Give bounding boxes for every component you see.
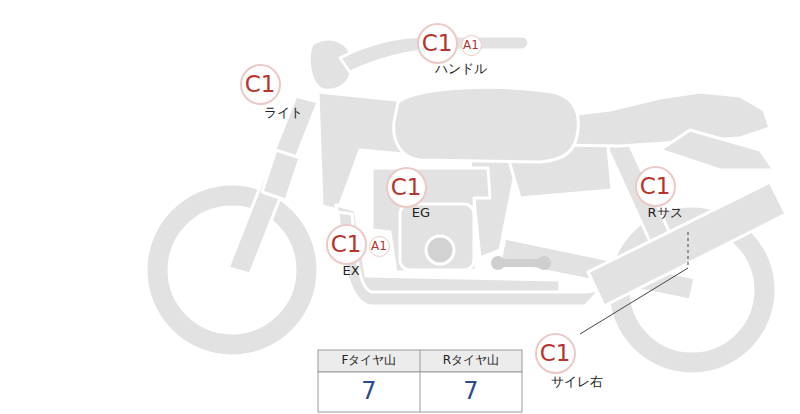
tread-table	[318, 350, 522, 412]
fork-boot	[262, 150, 300, 200]
part-name: Rサス	[647, 206, 682, 220]
part-name: EX	[342, 264, 359, 278]
callout-code: A1	[371, 240, 387, 252]
leader-line	[688, 232, 689, 268]
tail	[660, 130, 774, 170]
callout-circle: C1	[386, 167, 427, 208]
part-name: ハンドル	[435, 62, 487, 76]
exhaust-pipe	[338, 212, 600, 306]
callout-circle: C1	[535, 333, 576, 374]
callout-code: C1	[640, 175, 671, 198]
table-header: Fタイヤ山	[342, 354, 397, 367]
part-name: EG	[412, 206, 430, 220]
callout-code: C1	[391, 176, 422, 199]
crankcase	[400, 204, 474, 270]
silencer	[588, 182, 786, 306]
front-fork	[228, 96, 318, 274]
part-name: サイレ右	[551, 375, 603, 389]
callout-code: C1	[540, 342, 571, 365]
callout-circle: C1	[635, 166, 676, 207]
callout-code: C1	[422, 32, 453, 55]
part-name: ライト	[264, 106, 303, 120]
callout-circle: C1	[417, 23, 458, 64]
callout-circle: C1	[240, 64, 281, 105]
callout-circle: A1	[369, 236, 390, 257]
leader-line	[580, 268, 688, 334]
callout-code: C1	[245, 73, 276, 96]
fuel-tank	[394, 87, 579, 162]
callout-code: C1	[331, 233, 362, 256]
table-value: 7	[463, 378, 478, 404]
callout-circle: A1	[461, 35, 482, 56]
frame-lower	[336, 205, 560, 296]
crank-cover	[426, 236, 454, 264]
table-value: 7	[361, 378, 376, 404]
callout-code: A1	[463, 39, 479, 51]
table-header: Rタイヤ山	[443, 354, 499, 367]
callout-circle: C1	[326, 224, 367, 265]
